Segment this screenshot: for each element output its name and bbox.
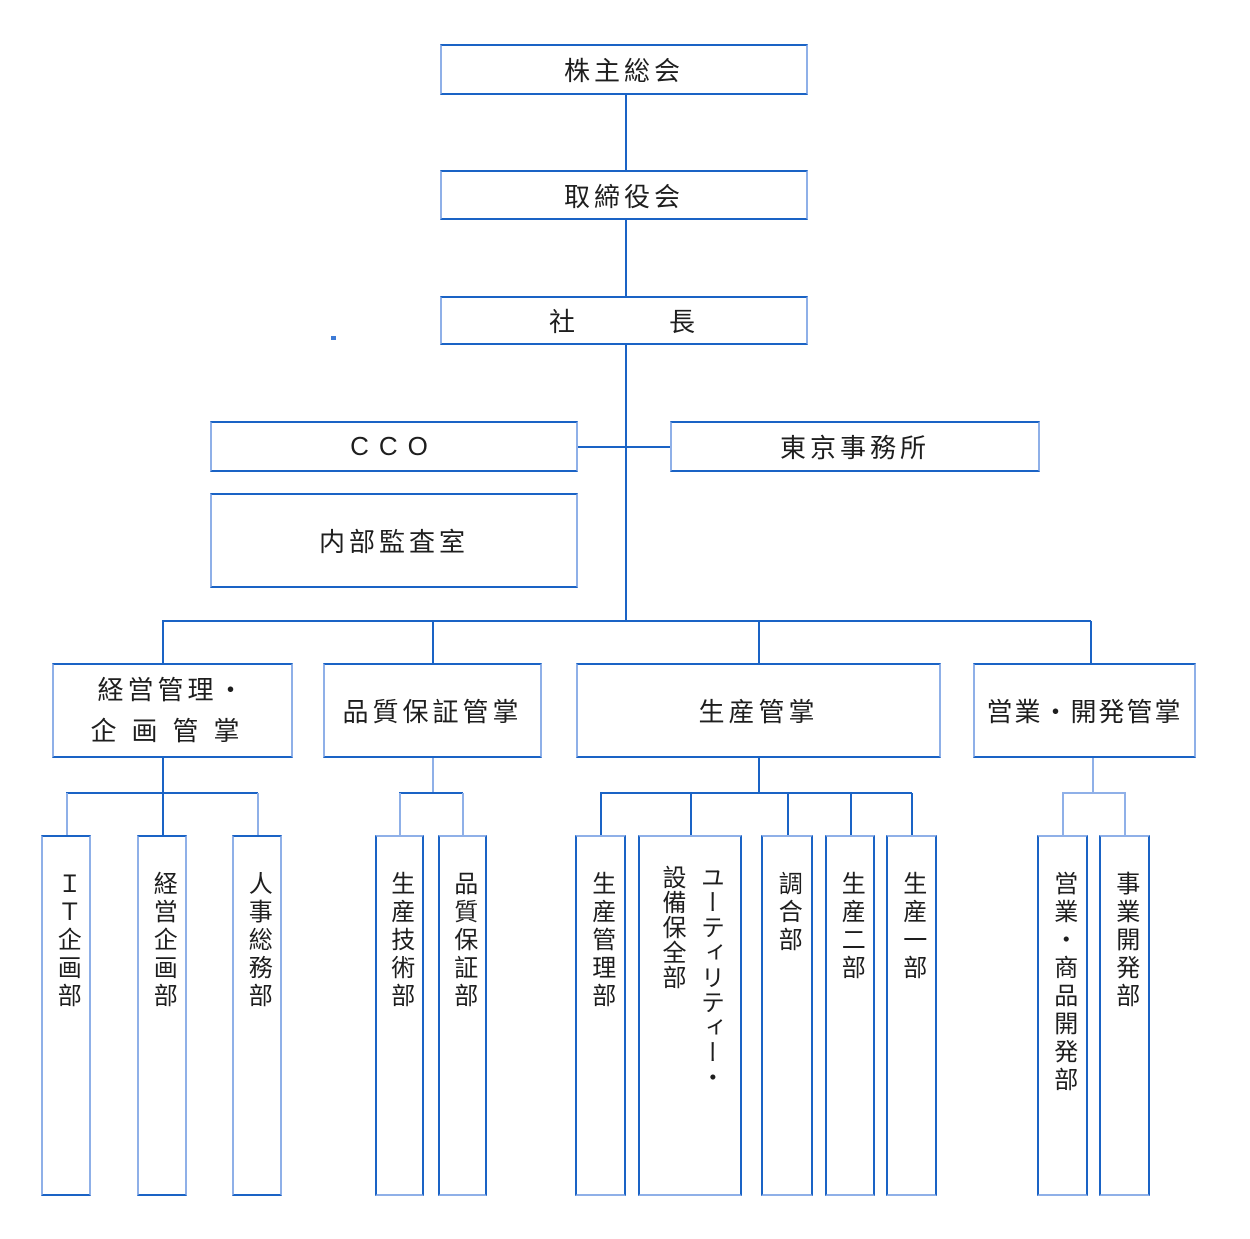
- node-dept-corporate-planning: 経営企画部: [137, 835, 187, 1196]
- node-internal-audit-office: 内部監査室: [210, 493, 578, 588]
- node-label: 生産技術部: [386, 871, 414, 1011]
- node-label: 生産一部: [898, 871, 926, 983]
- node-label: 営業・商品開発部: [1049, 871, 1077, 1095]
- node-division-production: 生産管掌: [576, 663, 941, 758]
- node-dept-production-control: 生産管理部: [575, 835, 626, 1196]
- node-label: CCO: [350, 431, 438, 461]
- node-label: 内部監査室: [318, 527, 469, 557]
- node-label: 人事総務部: [244, 871, 272, 1011]
- node-label: 取締役会: [563, 181, 684, 212]
- connector-g1-rail: [66, 792, 258, 794]
- connector-g3-rail: [600, 792, 912, 794]
- connector-g3-drop-3: [787, 793, 789, 835]
- node-dept-production-2: 生産二部: [825, 835, 875, 1196]
- connector-g3-stem: [758, 757, 760, 793]
- node-label: 東京事務所: [779, 433, 930, 463]
- node-president: 社 長: [440, 296, 808, 345]
- connector-main-rail: [162, 620, 1091, 622]
- connector-g4-drop-2: [1124, 793, 1126, 835]
- stray-dot: [331, 336, 336, 340]
- node-dept-business-development: 事業開発部: [1099, 835, 1150, 1196]
- connector-g3-drop-2: [690, 793, 692, 835]
- node-label: 生産管掌: [698, 697, 819, 727]
- node-label: 事業開発部: [1111, 871, 1139, 1011]
- connector-g4-drop-1: [1062, 793, 1064, 835]
- connector-g4-stem: [1092, 757, 1094, 793]
- connector-g1-stem: [162, 757, 164, 793]
- connector-drop-division-3: [758, 621, 760, 663]
- connector-g1-drop-3: [257, 793, 259, 835]
- node-division-quality-assurance: 品質保証管掌: [323, 663, 542, 758]
- connector-drop-division-2: [432, 621, 434, 663]
- node-label: 株主総会: [563, 56, 684, 86]
- node-label: 調合部: [774, 871, 802, 955]
- node-dept-production-1: 生産一部: [886, 835, 937, 1196]
- node-label: 営業・開発管掌: [986, 697, 1183, 727]
- connector-g2-drop-2: [462, 793, 464, 835]
- connector-g3-drop-5: [911, 793, 913, 835]
- connector-trunk-3: [625, 345, 627, 621]
- node-dept-sales-product-development: 営業・商品開発部: [1037, 835, 1088, 1196]
- connector-g1-drop-1: [66, 793, 68, 835]
- node-label-line1: 経営管理・: [97, 674, 248, 705]
- connector-g2-stem: [432, 757, 434, 793]
- connector-drop-division-1: [162, 621, 164, 663]
- node-board-of-directors: 取締役会: [440, 170, 808, 220]
- node-dept-quality-assurance: 品質保証部: [438, 835, 487, 1196]
- node-dept-utility-facility-maintenance: ユーティリティー・ 設備保全部: [638, 835, 742, 1196]
- node-label: 経営企画部: [149, 871, 177, 1011]
- connector-g2-drop-1: [399, 793, 401, 835]
- connector-g3-drop-4: [850, 793, 852, 835]
- node-dept-production-engineering: 生産技術部: [375, 835, 424, 1196]
- node-shareholders-meeting: 株主総会: [440, 44, 808, 95]
- node-label: 生産二部: [837, 871, 865, 983]
- connector-g4-rail: [1062, 792, 1126, 794]
- node-dept-hr-general-affairs: 人事総務部: [232, 835, 282, 1196]
- node-cco: CCO: [210, 421, 578, 472]
- node-label: 社 長: [548, 307, 699, 337]
- connector-g3-drop-1: [600, 793, 602, 835]
- node-label: 生産管理部: [587, 871, 615, 1011]
- node-division-management-planning: 経営管理・ 企画管掌: [52, 663, 293, 758]
- connector-g1-drop-2: [162, 793, 164, 835]
- connector-g2-rail: [399, 792, 463, 794]
- connector-drop-division-4: [1090, 621, 1092, 663]
- node-label: ＩＴ企画部: [53, 871, 81, 1011]
- connector-trunk-2: [625, 220, 627, 296]
- node-label-line2: 企画管掌: [90, 715, 255, 746]
- connector-cco-tokyo: [578, 446, 670, 448]
- node-label: 品質保証部: [449, 871, 477, 1011]
- connector-trunk-1: [625, 95, 627, 170]
- node-label: ユーティリティー・ 設備保全部: [658, 865, 724, 1090]
- node-label: 品質保証管掌: [342, 697, 523, 727]
- node-dept-compounding: 調合部: [761, 835, 813, 1196]
- node-division-sales-development: 営業・開発管掌: [973, 663, 1196, 758]
- node-tokyo-office: 東京事務所: [670, 421, 1040, 472]
- node-dept-it-planning: ＩＴ企画部: [41, 835, 91, 1196]
